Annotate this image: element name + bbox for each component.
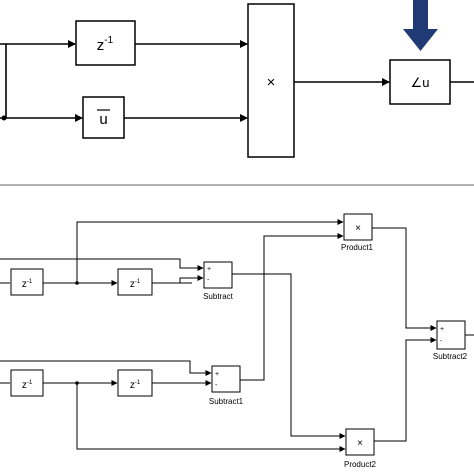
unit-delay-3-label: z-1: [22, 380, 33, 391]
product2-caption: Product2: [344, 460, 377, 469]
wire-in-to-subtract-plus: [0, 258, 204, 271]
highlight-down-arrow: [403, 0, 438, 51]
top-angle-block: [389, 59, 451, 105]
subtract1-minus: -: [215, 382, 218, 389]
top-diagram: z-1 u × ∠u: [0, 0, 474, 158]
product2-block: [345, 428, 375, 456]
subtract1-block: [211, 365, 241, 393]
wire-subtract1-up: [240, 240, 265, 381]
top-angle-label: ∠u: [411, 75, 430, 90]
wire-in-to-subtract1-plus: [0, 360, 212, 376]
wire-product1-to-subtract2: [372, 227, 437, 331]
top-unit-delay-label: z-1: [97, 35, 114, 54]
top-unit-delay-block: [75, 20, 136, 66]
subtract2-plus: +: [440, 326, 444, 333]
subtract-caption: Subtract: [203, 292, 234, 301]
unit-delay-1-label: z-1: [22, 279, 33, 290]
subtract1-plus: +: [215, 371, 219, 378]
top-mean-label: u: [99, 111, 107, 128]
unit-delay-1: [10, 268, 44, 296]
top-mean-block: [82, 96, 125, 139]
bottom-diagram: z-1 z-1 z-1 z-1 + - Subtract + - Subtrac…: [0, 213, 474, 469]
subtract-minus: -: [207, 277, 210, 284]
wire-subtract-to-product1: [232, 233, 344, 275]
wire-subtract-to-product2: [232, 273, 346, 439]
unit-delay-3: [10, 369, 44, 397]
unit-delay-4: [117, 369, 153, 397]
product1-symbol: ×: [355, 223, 361, 234]
product1-caption: Product1: [341, 243, 374, 252]
wire-product2-to-subtract2: [374, 337, 437, 442]
wire-delay2-to-subtract-minus: [152, 275, 204, 284]
wire-input-split: [0, 43, 7, 119]
unit-delay-2-label: z-1: [130, 279, 141, 290]
wire-to-product2-lower: [76, 383, 346, 452]
subtract1-caption: Subtract1: [209, 397, 244, 406]
subtract-plus: +: [207, 266, 211, 273]
unit-delay-2: [117, 268, 153, 296]
product1-block: [343, 213, 373, 241]
subtract2-caption: Subtract2: [433, 352, 468, 361]
subtract-block: [203, 261, 233, 289]
product2-symbol: ×: [357, 438, 363, 449]
unit-delay-4-label: z-1: [130, 380, 141, 391]
subtract2-block: [436, 320, 466, 350]
top-product-block: [247, 3, 295, 158]
top-product-symbol: ×: [267, 74, 276, 91]
subtract2-minus: -: [440, 338, 443, 345]
branch-point: [1, 115, 7, 121]
wire-to-product1: [76, 219, 344, 283]
